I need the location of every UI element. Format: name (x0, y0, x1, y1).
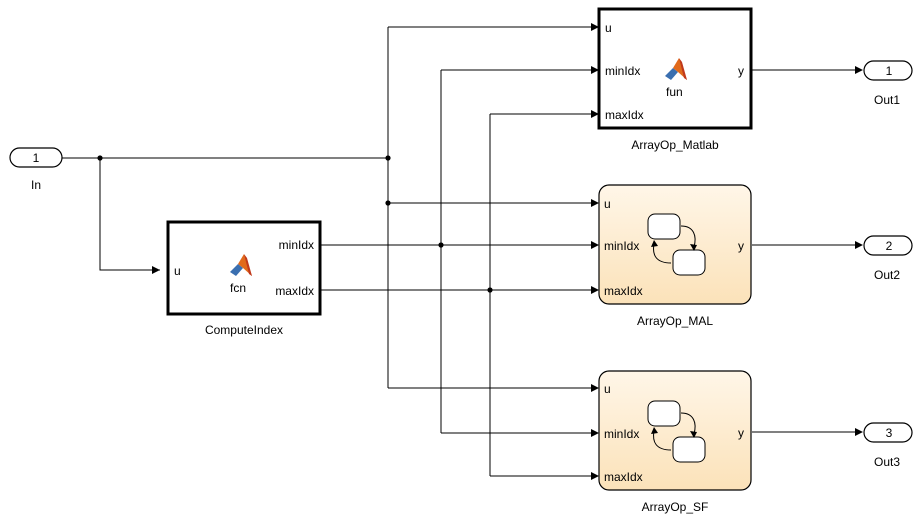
function-label: fcn (230, 281, 246, 295)
arrowhead (591, 384, 599, 392)
block-name: ArrayOp_SF (642, 500, 709, 514)
outport-number: 3 (886, 426, 893, 440)
branch-point (438, 242, 444, 248)
port-label-u: u (604, 382, 611, 396)
arrowhead (855, 428, 863, 436)
outport-number: 2 (886, 239, 893, 253)
arrowhead (855, 66, 863, 74)
port-label-u: u (174, 264, 181, 278)
arrowhead (591, 110, 599, 118)
arrowhead (591, 66, 599, 74)
block-name: ArrayOp_MAL (637, 314, 713, 328)
signal-line[interactable] (99, 158, 160, 271)
arrowheads (152, 23, 863, 480)
block-name: ArrayOp_Matlab (631, 138, 719, 152)
inport-number: 1 (33, 151, 40, 165)
arrowhead (152, 266, 160, 274)
port-label-y: y (738, 64, 744, 78)
arrowhead (591, 199, 599, 207)
branch-points (97, 155, 493, 293)
port-label-minidx: minIdx (279, 238, 314, 252)
outport-shape[interactable] (863, 235, 913, 256)
arrowhead (591, 23, 599, 31)
outport-out1[interactable]: 1 Out1 (863, 60, 913, 107)
outport-shape[interactable] (863, 60, 913, 81)
arrayop-matlab-block[interactable]: u minIdx maxIdx y fun ArrayOp_Matlab (597, 7, 753, 152)
branch-point (487, 287, 493, 293)
port-label-maxidx: maxIdx (604, 470, 643, 484)
arrowhead (591, 472, 599, 480)
stateflow-chart-icon (647, 400, 706, 463)
port-label-u: u (604, 197, 611, 211)
port-label-u: u (605, 21, 612, 35)
outport-shape[interactable] (863, 422, 913, 443)
chart-frame[interactable] (598, 370, 752, 491)
port-label-minidx: minIdx (604, 427, 639, 441)
branch-point (385, 155, 391, 161)
outport-name: Out1 (874, 93, 900, 107)
port-label-minidx: minIdx (605, 64, 640, 78)
stateflow-chart-icon (647, 213, 706, 276)
inport-name: In (31, 178, 41, 192)
port-label-minidx: minIdx (604, 239, 639, 253)
block-name: ComputeIndex (205, 323, 283, 337)
outport-name: Out3 (874, 455, 900, 469)
branch-point (385, 200, 391, 206)
arrowhead (855, 241, 863, 249)
port-label-y: y (738, 239, 744, 253)
arrayop-sf-block[interactable]: u minIdx maxIdx y ArrayOp_SF (598, 370, 752, 514)
port-label-maxidx: maxIdx (604, 284, 643, 298)
port-label-maxidx: maxIdx (605, 108, 644, 122)
arrayop-mal-block[interactable]: u minIdx maxIdx y ArrayOp_MAL (598, 184, 752, 328)
compute-index-block[interactable]: u minIdx maxIdx fcn ComputeIndex (166, 220, 322, 337)
signal-lines (62, 26, 855, 477)
outport-name: Out2 (874, 268, 900, 282)
branch-point (97, 155, 103, 161)
arrowhead (591, 241, 599, 249)
port-label-maxidx: maxIdx (275, 284, 314, 298)
matlab-logo-icon (665, 58, 687, 80)
matlab-logo-icon (230, 254, 252, 276)
outport-out2[interactable]: 2 Out2 (863, 235, 913, 282)
arrowhead (591, 286, 599, 294)
inport-in[interactable]: 1 In (9, 147, 63, 192)
outport-out3[interactable]: 3 Out3 (863, 422, 913, 469)
function-label: fun (666, 85, 683, 99)
outport-number: 1 (886, 64, 893, 78)
arrowhead (591, 429, 599, 437)
port-label-y: y (738, 426, 744, 440)
chart-frame[interactable] (598, 184, 752, 305)
inport-shape[interactable] (9, 147, 63, 168)
